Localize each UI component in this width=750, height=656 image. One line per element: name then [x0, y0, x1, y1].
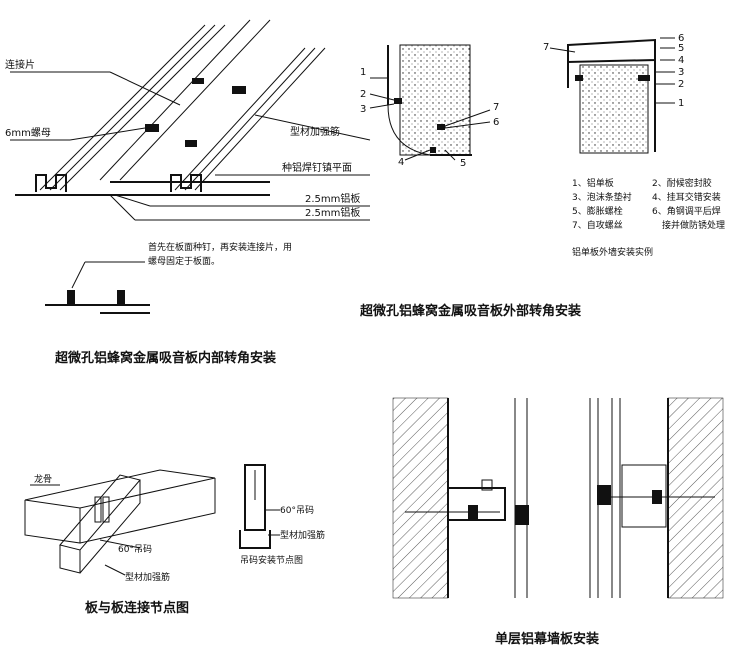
legend-6: 6、角钢调平后焊: [652, 205, 721, 217]
label-hanger-1: 60°吊码: [118, 544, 152, 555]
tr-num-2: 2: [678, 79, 684, 90]
label-keel: 龙骨: [34, 473, 52, 485]
label-hanger-2: 60°吊码: [280, 505, 314, 516]
ext-wall-caption: 铝单板外墙安装实例: [572, 246, 653, 258]
label-rib-1: 型材加强筋: [125, 571, 170, 583]
tr-num-6: 6: [678, 33, 684, 44]
legend-4: 4、挂耳交错安装: [652, 191, 721, 203]
num-4: 4: [398, 157, 404, 168]
exterior-wall-diagram: [549, 37, 675, 154]
label-rib-2: 型材加强筋: [280, 529, 325, 541]
legend-2: 2、耐候密封胶: [652, 177, 712, 189]
tr-num-5: 5: [678, 43, 684, 54]
label-connector: 连接片: [5, 58, 35, 71]
label-plate-1: 2.5mm铝板: [305, 192, 360, 205]
inner-corner-diagram: [10, 19, 371, 314]
num-1: 1: [360, 67, 366, 78]
note-line-2: 螺母固定于板面。: [148, 255, 220, 267]
label-nut: 6mm螺母: [5, 127, 51, 139]
tr-num-7: 7: [543, 42, 549, 53]
tr-num-1: 1: [678, 98, 684, 109]
legend-3: 3、泡沫条垫衬: [572, 191, 632, 203]
nut-icon: [192, 78, 204, 84]
tr-num-3: 3: [678, 67, 684, 78]
label-plate-2: 2.5mm铝板: [305, 206, 360, 219]
tr-num-4: 4: [678, 55, 684, 66]
num-5: 5: [460, 158, 466, 169]
outer-corner-diagram: [369, 44, 491, 161]
curtain-wall-diagram: [392, 397, 724, 599]
note-line-1: 首先在板面种钉，再安装连接片，用: [148, 241, 292, 253]
legend-8: 接并做防锈处理: [662, 219, 725, 231]
inner-corner-title: 超微孔铝蜂窝金属吸音板内部转角安装: [55, 350, 276, 366]
num-3: 3: [360, 104, 366, 115]
outer-corner-title: 超微孔铝蜂窝金属吸音板外部转角安装: [360, 303, 581, 319]
num-2: 2: [360, 89, 366, 100]
panel-connection-diagram: [24, 464, 280, 576]
num-6: 6: [493, 117, 499, 128]
legend-7: 7、自攻螺丝: [572, 219, 623, 231]
num-7: 7: [493, 102, 499, 113]
nut-icon: [232, 86, 246, 94]
label-stud: 种铝焊钉镇平面: [282, 161, 352, 174]
nut-icon: [185, 140, 197, 147]
legend-1: 1、铝单板: [572, 177, 614, 189]
nail-icon: [117, 290, 125, 304]
nut-icon: [145, 124, 159, 132]
nail-icon: [67, 290, 75, 304]
label-rib: 型材加强筋: [290, 125, 340, 138]
node-caption: 吊码安装节点图: [240, 554, 303, 566]
legend-5: 5、膨胀螺栓: [572, 205, 623, 217]
curtain-wall-title: 单层铝幕墙板安装: [495, 631, 599, 647]
panel-connection-title: 板与板连接节点图: [85, 600, 189, 616]
